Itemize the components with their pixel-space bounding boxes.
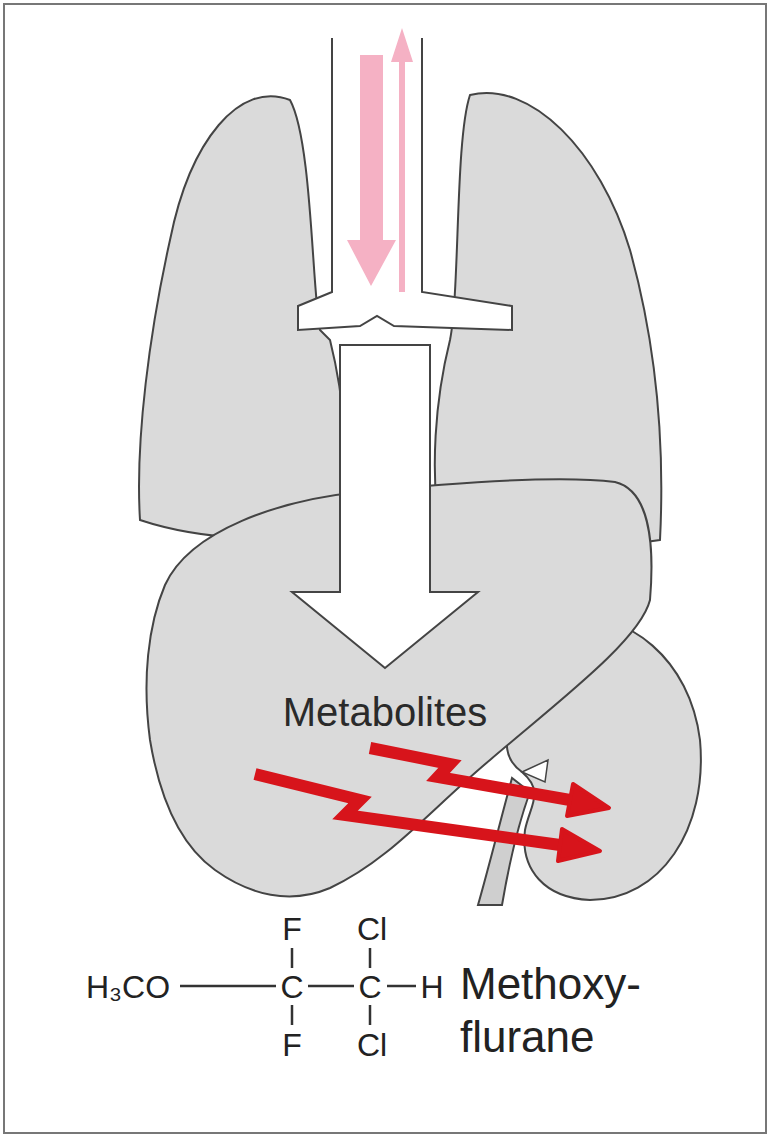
compound-name: Methoxy- flurane	[460, 958, 710, 1064]
atom-symbol: H	[420, 971, 443, 1003]
atom-symbol: Cl	[357, 913, 387, 945]
atom-symbol: C	[280, 971, 303, 1003]
atom-symbol: H₃CO	[86, 971, 170, 1003]
atom-symbol: F	[282, 913, 302, 945]
atom-symbol: Cl	[357, 1029, 387, 1061]
organ-label: Metabolites	[283, 692, 488, 732]
atom-symbol: F	[282, 1029, 302, 1061]
atom-symbol: C	[358, 971, 381, 1003]
